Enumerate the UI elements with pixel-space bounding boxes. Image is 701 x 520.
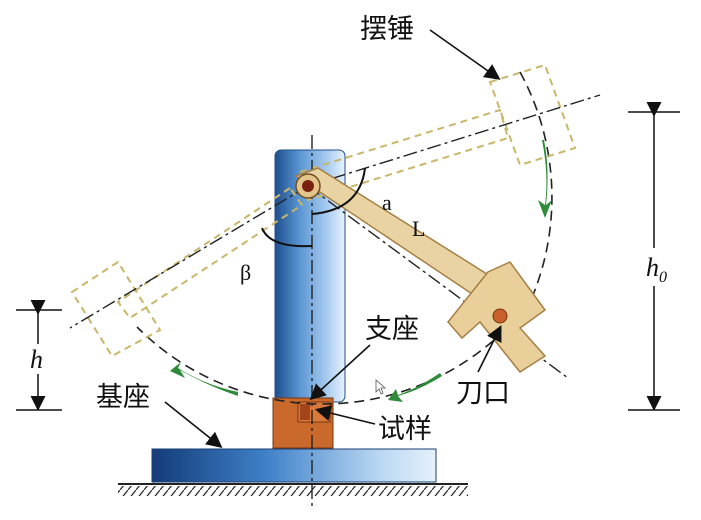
label-length: L [412,216,425,241]
label-knife-edge: 刀口 [456,378,510,408]
pendulum-arm [294,167,547,373]
ground-hatch [118,483,468,496]
alpha-angle-arc [311,167,366,215]
pendulum-end-ghost [70,186,304,358]
label-support: 支座 [365,314,419,344]
label-pendulum: 摆锤 [360,14,414,44]
leader-lines [164,29,502,448]
cursor-icon [375,379,387,395]
label-alpha: a [382,190,392,215]
beta-angle-arc [261,227,313,248]
base-block [151,448,437,483]
specimen-block [272,397,334,449]
label-specimen: 试样 [378,414,432,444]
label-h0: h0 [646,253,667,286]
label-h0-main: h [646,253,659,282]
label-h: h [30,345,43,374]
label-h0-sub: 0 [659,269,667,286]
label-base: 基座 [96,382,150,412]
label-beta: β [240,260,251,285]
motion-arrows [170,140,552,402]
swing-arc [136,71,553,405]
pivot-point [295,173,321,199]
